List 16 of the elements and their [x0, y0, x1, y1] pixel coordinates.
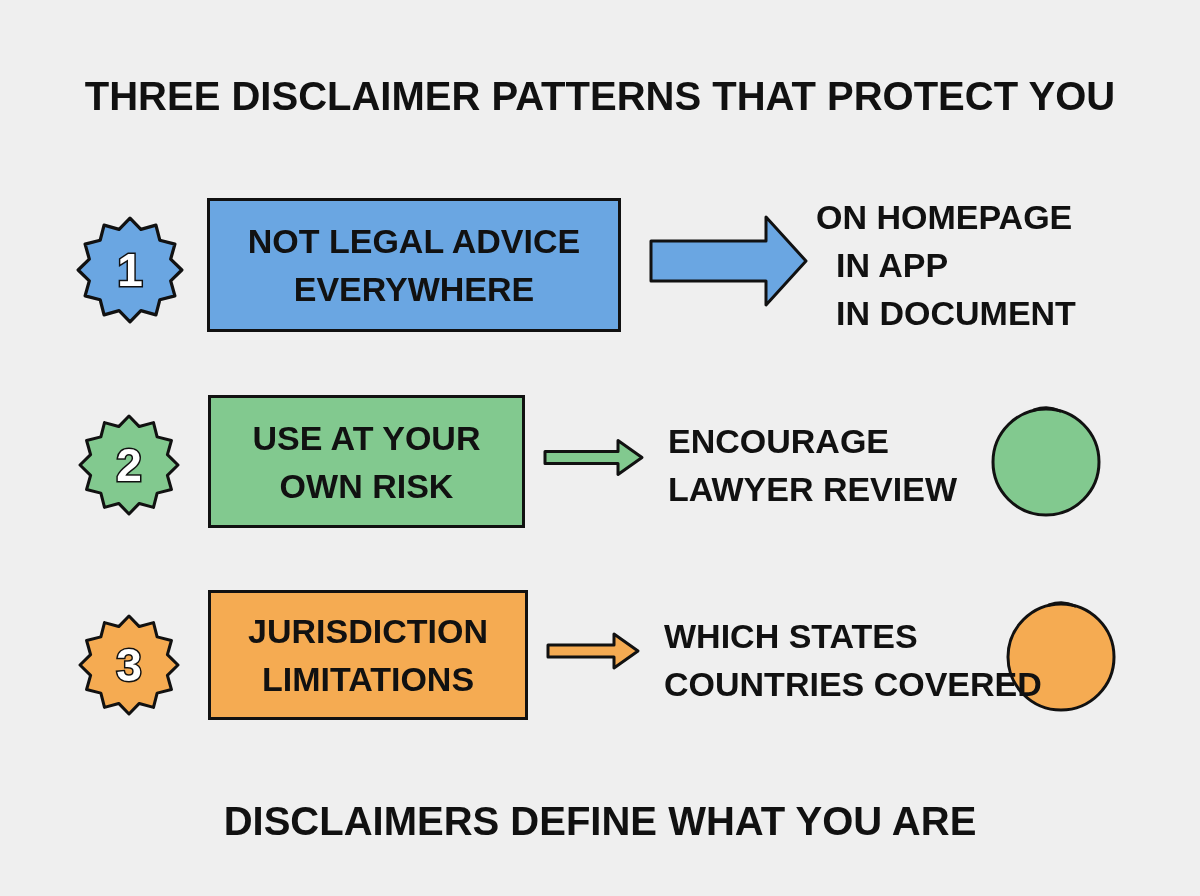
block-arrow [543, 439, 644, 476]
outcome-text: ENCOURAGE LAWYER REVIEW [668, 421, 959, 510]
step-number: 1 [117, 247, 143, 293]
title: THREE DISCLAIMER PATTERNS THAT PROTECT YOU [84, 73, 1116, 120]
block-arrow [546, 632, 640, 670]
list-item: IN DOCUMENT [836, 293, 1076, 334]
pattern-box: USE AT YOUR OWN RISK [208, 395, 525, 528]
pattern-box: JURISDICTION LIMITATIONS [208, 590, 528, 720]
step-number: 3 [116, 642, 142, 688]
block-arrow [649, 215, 808, 307]
pattern-box: NOT LEGAL ADVICE EVERYWHERE [207, 198, 621, 332]
circle-marker [990, 405, 1102, 517]
list-item: IN APP [836, 245, 949, 286]
step-number: 2 [116, 442, 142, 488]
caption: DISCLAIMERS DEFINE WHAT YOU ARE [223, 798, 977, 845]
list-item: ON HOMEPAGE [816, 197, 1073, 238]
